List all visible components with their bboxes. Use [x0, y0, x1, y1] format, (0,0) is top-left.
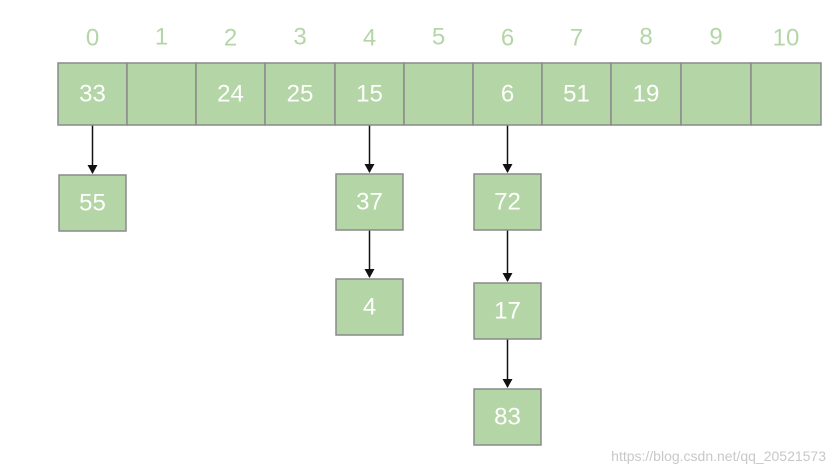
table-slot-value: 15: [356, 81, 383, 108]
chain-nodes: 55 37 4 72 17 83: [58, 173, 542, 446]
index-label-5: 5: [432, 24, 445, 51]
index-label-10: 10: [773, 25, 800, 52]
table-slot-value: 19: [633, 81, 660, 108]
chain-node: 4: [335, 278, 404, 336]
table-slot-0: 33: [57, 62, 128, 126]
index-label-2: 2: [224, 25, 237, 52]
chain-node-box: [335, 173, 404, 231]
chain-node: 72: [473, 173, 542, 231]
table-slot-value: 33: [79, 81, 106, 108]
table-slot-box: [126, 62, 197, 126]
table-slot-value: 25: [287, 81, 314, 108]
chain-node-box: [473, 388, 542, 446]
table-slot-value: 24: [217, 81, 244, 108]
table-slot-value: 51: [563, 81, 590, 108]
chain-node-value: 17: [494, 298, 521, 325]
index-labels: 0 1 2 3 4 5 6 7 8 9 10: [86, 24, 800, 52]
table-slot-box: [610, 62, 682, 126]
index-label-8: 8: [639, 24, 652, 51]
table-slot-value: 6: [501, 81, 514, 108]
chain-node: 17: [473, 282, 542, 340]
chain-node: 83: [473, 388, 542, 446]
chain-node-box: [58, 174, 127, 232]
chain-node-value: 4: [363, 294, 376, 321]
chain-node-value: 83: [494, 404, 521, 431]
index-label-7: 7: [570, 25, 583, 52]
table-slot-box: [472, 62, 543, 126]
chain-node-box: [335, 278, 404, 336]
table-slot-9: [680, 62, 752, 126]
index-label-6: 6: [501, 25, 514, 52]
chain-node-box: [473, 173, 542, 231]
table-slot-6: 6: [472, 62, 543, 126]
table-slot-10: [750, 62, 822, 126]
table-slot-box: [541, 62, 612, 126]
chain-node-value: 55: [79, 190, 106, 217]
table-slot-5: [403, 62, 474, 126]
index-label-3: 3: [293, 24, 306, 51]
index-label-1: 1: [155, 24, 168, 51]
chain-arrows: [87, 125, 513, 388]
table-slot-1: [126, 62, 197, 126]
chain-node: 37: [335, 173, 404, 231]
table-slot-box: [750, 62, 822, 126]
table-slot-4: 15: [334, 62, 405, 126]
chain-node: 55: [58, 174, 127, 232]
watermark-text: https://blog.csdn.net/qq_20521573: [611, 448, 826, 464]
table-slot-2: 24: [195, 62, 266, 126]
hash-table-array: 33 24 25 15 6 51 19: [57, 62, 822, 126]
table-slot-7: 51: [541, 62, 612, 126]
table-slot-box: [334, 62, 405, 126]
table-slot-box: [403, 62, 474, 126]
table-slot-8: 19: [610, 62, 682, 126]
index-label-4: 4: [363, 25, 376, 52]
chain-node-value: 72: [494, 189, 521, 216]
chain-node-box: [473, 282, 542, 340]
index-label-0: 0: [86, 25, 99, 52]
chain-node-value: 37: [356, 189, 383, 216]
table-slot-box: [680, 62, 752, 126]
index-label-9: 9: [709, 24, 722, 51]
table-slot-box: [57, 62, 128, 126]
table-slot-3: 25: [264, 62, 336, 126]
